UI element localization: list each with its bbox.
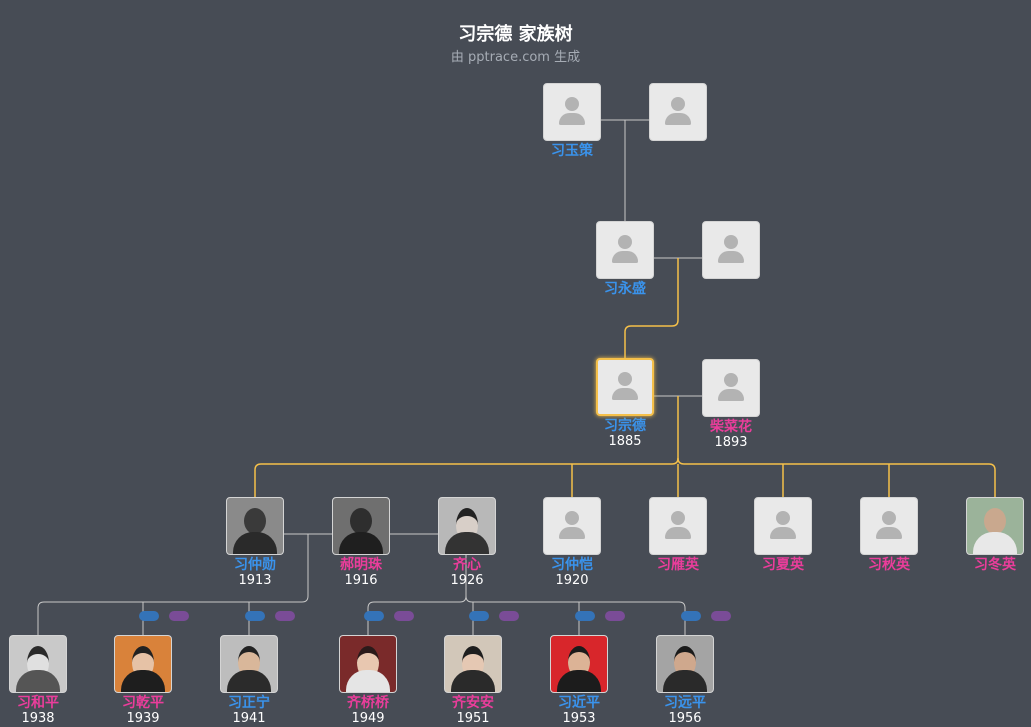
- person-node-xi-zhongkai[interactable]: 习仲恺 1920: [543, 497, 601, 589]
- portrait-photo: [339, 635, 397, 693]
- birth-year: 1885: [608, 434, 642, 449]
- person-name: 齐心: [453, 557, 481, 573]
- person-node-qi-anan[interactable]: 齐安安 1951: [444, 635, 502, 727]
- person-name: 齐安安: [452, 695, 494, 711]
- birth-year: 1913: [238, 573, 272, 588]
- parent-marker[interactable]: [275, 611, 295, 621]
- birth-year: 1956: [668, 711, 702, 726]
- person-node-xi-yongsheng[interactable]: 习永盛: [596, 221, 654, 297]
- birth-year: 1920: [555, 573, 589, 588]
- avatar-placeholder-icon: [596, 358, 654, 416]
- person-name: 习雁英: [657, 557, 699, 573]
- person-name: 习近平: [558, 695, 600, 711]
- person-name: 习远平: [664, 695, 706, 711]
- person-node-xi-zhengning[interactable]: 习正宁 1941: [220, 635, 278, 727]
- parent-marker[interactable]: [364, 611, 384, 621]
- person-node-xi-yuanping[interactable]: 习远平 1956: [656, 635, 714, 727]
- birth-year: 1941: [232, 711, 266, 726]
- portrait-photo: [444, 635, 502, 693]
- person-node-xi-zongde[interactable]: 习宗德 1885: [596, 358, 654, 450]
- avatar-placeholder-icon: [754, 497, 812, 555]
- person-name: 习乾平: [122, 695, 164, 711]
- parent-marker[interactable]: [169, 611, 189, 621]
- person-node-xi-qiuying[interactable]: 习秋英: [860, 497, 918, 573]
- birth-year: 1893: [714, 435, 748, 450]
- parent-marker[interactable]: [605, 611, 625, 621]
- person-name: 习仲勋: [234, 557, 276, 573]
- person-name: 习和平: [17, 695, 59, 711]
- portrait-photo: [226, 497, 284, 555]
- person-node-qi-qiaoqiao[interactable]: 齐桥桥 1949: [339, 635, 397, 727]
- avatar-placeholder-icon: [649, 497, 707, 555]
- avatar-placeholder-icon: [543, 497, 601, 555]
- person-node-xi-yuce[interactable]: 习玉策: [543, 83, 601, 159]
- parent-marker[interactable]: [711, 611, 731, 621]
- avatar-placeholder-icon: [543, 83, 601, 141]
- avatar-placeholder-icon: [702, 221, 760, 279]
- person-name: 习永盛: [604, 281, 646, 297]
- birth-year: 1938: [21, 711, 55, 726]
- page-title: 习宗德 家族树: [458, 24, 573, 45]
- portrait-photo: [9, 635, 67, 693]
- avatar-placeholder-icon: [596, 221, 654, 279]
- avatar-placeholder-icon: [860, 497, 918, 555]
- birth-year: 1939: [126, 711, 160, 726]
- person-node-qi-xin[interactable]: 齐心 1926: [438, 497, 496, 589]
- parent-marker[interactable]: [681, 611, 701, 621]
- birth-year: 1916: [344, 573, 378, 588]
- portrait-photo: [220, 635, 278, 693]
- person-name: 习宗德: [604, 418, 646, 434]
- avatar-placeholder-icon: [649, 83, 707, 141]
- person-node-xi-zhongxun[interactable]: 习仲勋 1913: [226, 497, 284, 589]
- portrait-photo: [656, 635, 714, 693]
- person-node-xi-yanying[interactable]: 习雁英: [649, 497, 707, 573]
- parent-marker[interactable]: [245, 611, 265, 621]
- person-name: 习玉策: [551, 143, 593, 159]
- birth-year: 1949: [351, 711, 385, 726]
- parent-marker[interactable]: [139, 611, 159, 621]
- person-node-xi-heping[interactable]: 习和平 1938: [9, 635, 67, 727]
- birth-year: 1951: [456, 711, 490, 726]
- portrait-photo: [966, 497, 1024, 555]
- portrait-photo: [114, 635, 172, 693]
- person-name: 习夏英: [762, 557, 804, 573]
- avatar-placeholder-icon: [702, 359, 760, 417]
- person-node-xi-jinping[interactable]: 习近平 1953: [550, 635, 608, 727]
- person-node-xi-yongsheng-spouse[interactable]: [702, 221, 760, 279]
- parent-marker[interactable]: [394, 611, 414, 621]
- birth-year: 1953: [562, 711, 596, 726]
- birth-year: 1926: [450, 573, 484, 588]
- person-node-xi-xiaying[interactable]: 习夏英: [754, 497, 812, 573]
- parent-marker[interactable]: [575, 611, 595, 621]
- portrait-photo: [438, 497, 496, 555]
- page-subtitle: 由 pptrace.com 生成: [450, 50, 581, 65]
- person-name: 习秋英: [868, 557, 910, 573]
- person-name: 郝明珠: [340, 557, 382, 573]
- person-node-xi-qianping[interactable]: 习乾平 1939: [114, 635, 172, 727]
- person-name: 齐桥桥: [347, 695, 389, 711]
- person-node-hao-mingzhu[interactable]: 郝明珠 1916: [332, 497, 390, 589]
- portrait-photo: [550, 635, 608, 693]
- person-node-xi-yuce-spouse[interactable]: [649, 83, 707, 141]
- parent-marker[interactable]: [469, 611, 489, 621]
- person-name: 习仲恺: [551, 557, 593, 573]
- parent-marker[interactable]: [499, 611, 519, 621]
- person-node-xi-dongying[interactable]: 习冬英: [966, 497, 1024, 573]
- person-name: 习正宁: [228, 695, 270, 711]
- person-name: 柴菜花: [710, 419, 752, 435]
- person-name: 习冬英: [974, 557, 1016, 573]
- portrait-photo: [332, 497, 390, 555]
- person-node-chai-caihua[interactable]: 柴菜花 1893: [702, 359, 760, 451]
